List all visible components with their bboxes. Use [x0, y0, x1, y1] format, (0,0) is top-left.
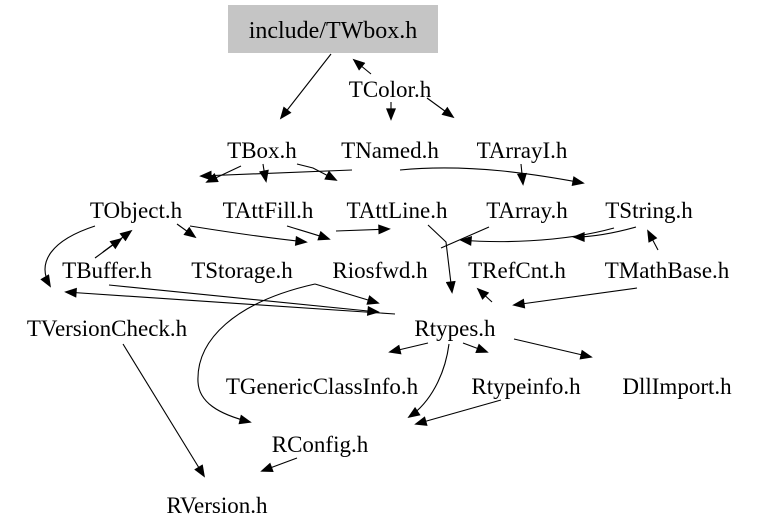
node-tversioncheck[interactable]: TVersionCheck.h: [27, 316, 188, 341]
edge-tbuffer-to-tobject-b: [94, 237, 123, 259]
edge-rtypes-to-tversioncheck: [64, 287, 396, 315]
edge-tnamed-to-tstring: [399, 167, 585, 186]
edge-tbox-to-tobject: [205, 165, 242, 183]
node-rtypes[interactable]: Rtypes.h: [414, 316, 496, 341]
edge-tobject-to-tversioncheck: [40, 225, 96, 288]
node-rversion[interactable]: RVersion.h: [166, 493, 268, 518]
edge-tversioncheck-to-rversion: [122, 343, 205, 478]
node-trefcnt[interactable]: TRefCnt.h: [468, 258, 566, 283]
edge-twbox-to-tbox: [279, 53, 332, 120]
node-tarray[interactable]: TArray.h: [486, 198, 568, 223]
node-tstorage[interactable]: TStorage.h: [191, 258, 293, 283]
edge-tbox-to-tattfill: [259, 163, 269, 183]
edge-tarrayi-to-tarray: [516, 163, 527, 186]
edge-rconfig-to-rversion: [260, 457, 298, 472]
edge-tbuffer-to-rtypes: [108, 284, 380, 316]
node-tbox[interactable]: TBox.h: [227, 138, 297, 163]
edge-tcolor-to-tarrayi: [426, 97, 455, 119]
node-rtypeinfo[interactable]: Rtypeinfo.h: [471, 374, 581, 399]
node-tmathbase[interactable]: TMathBase.h: [605, 258, 730, 283]
node-tcolor[interactable]: TColor.h: [349, 77, 432, 102]
edge-rtypes-to-rtypeinfo: [462, 342, 489, 353]
edge-rtypes-to-rconfig: [407, 343, 450, 419]
node-tgenericclassinfo[interactable]: TGenericClassInfo.h: [226, 374, 419, 399]
edge-tarray-to-junction: [440, 226, 490, 249]
edge-tobject-to-tstorage: [176, 223, 197, 239]
edge-tnamed-to-tobject: [199, 169, 353, 181]
node-include-twbox: include/TWbox.h: [249, 18, 418, 44]
edge-rtypes-to-dllimport: [513, 338, 593, 360]
edge-tattfill-to-riosfwd: [286, 225, 331, 241]
edge-tstring-to-rtypes: [459, 227, 615, 246]
node-rconfig[interactable]: RConfig.h: [272, 432, 369, 457]
edge-tmathbase-to-tstring: [647, 229, 659, 251]
edge-tstorage-to-rtypes: [314, 283, 380, 305]
edge-tobject-to-riosfwd: [189, 225, 308, 246]
edge-rtypes-to-trefcnt: [476, 287, 493, 303]
edge-rtypeinfo-to-rconfig: [414, 399, 502, 426]
node-tnamed[interactable]: TNamed.h: [341, 138, 439, 163]
edge-tbox-to-tattline: [296, 163, 338, 181]
node-dllimport[interactable]: DllImport.h: [622, 374, 732, 399]
node-tattline[interactable]: TAttLine.h: [347, 198, 448, 223]
edge-tstorage-to-rconfig: [197, 283, 316, 425]
node-tstring[interactable]: TString.h: [605, 198, 693, 223]
edge-tattfill-to-tattline: [335, 224, 391, 235]
edges: [40, 53, 659, 478]
edge-tcolor-to-twbox: [352, 58, 372, 75]
node-tattfill[interactable]: TAttFill.h: [223, 198, 314, 223]
edge-tmathbase-to-rtypes: [512, 287, 638, 309]
node-riosfwd[interactable]: Riosfwd.h: [332, 258, 428, 283]
edge-tstring-to-trefcnt: [572, 226, 637, 242]
root-node-box: [228, 5, 438, 53]
node-tbuffer[interactable]: TBuffer.h: [62, 258, 152, 283]
node-tarrayi[interactable]: TArrayI.h: [477, 138, 568, 163]
edge-tattline-to-rtypes: [427, 224, 456, 294]
nodes: include/TWbox.h TColor.h TBox.h TNamed.h…: [27, 5, 732, 518]
edge-rtypes-to-tgenericclassinfo: [388, 342, 429, 355]
node-tobject[interactable]: TObject.h: [90, 198, 183, 223]
